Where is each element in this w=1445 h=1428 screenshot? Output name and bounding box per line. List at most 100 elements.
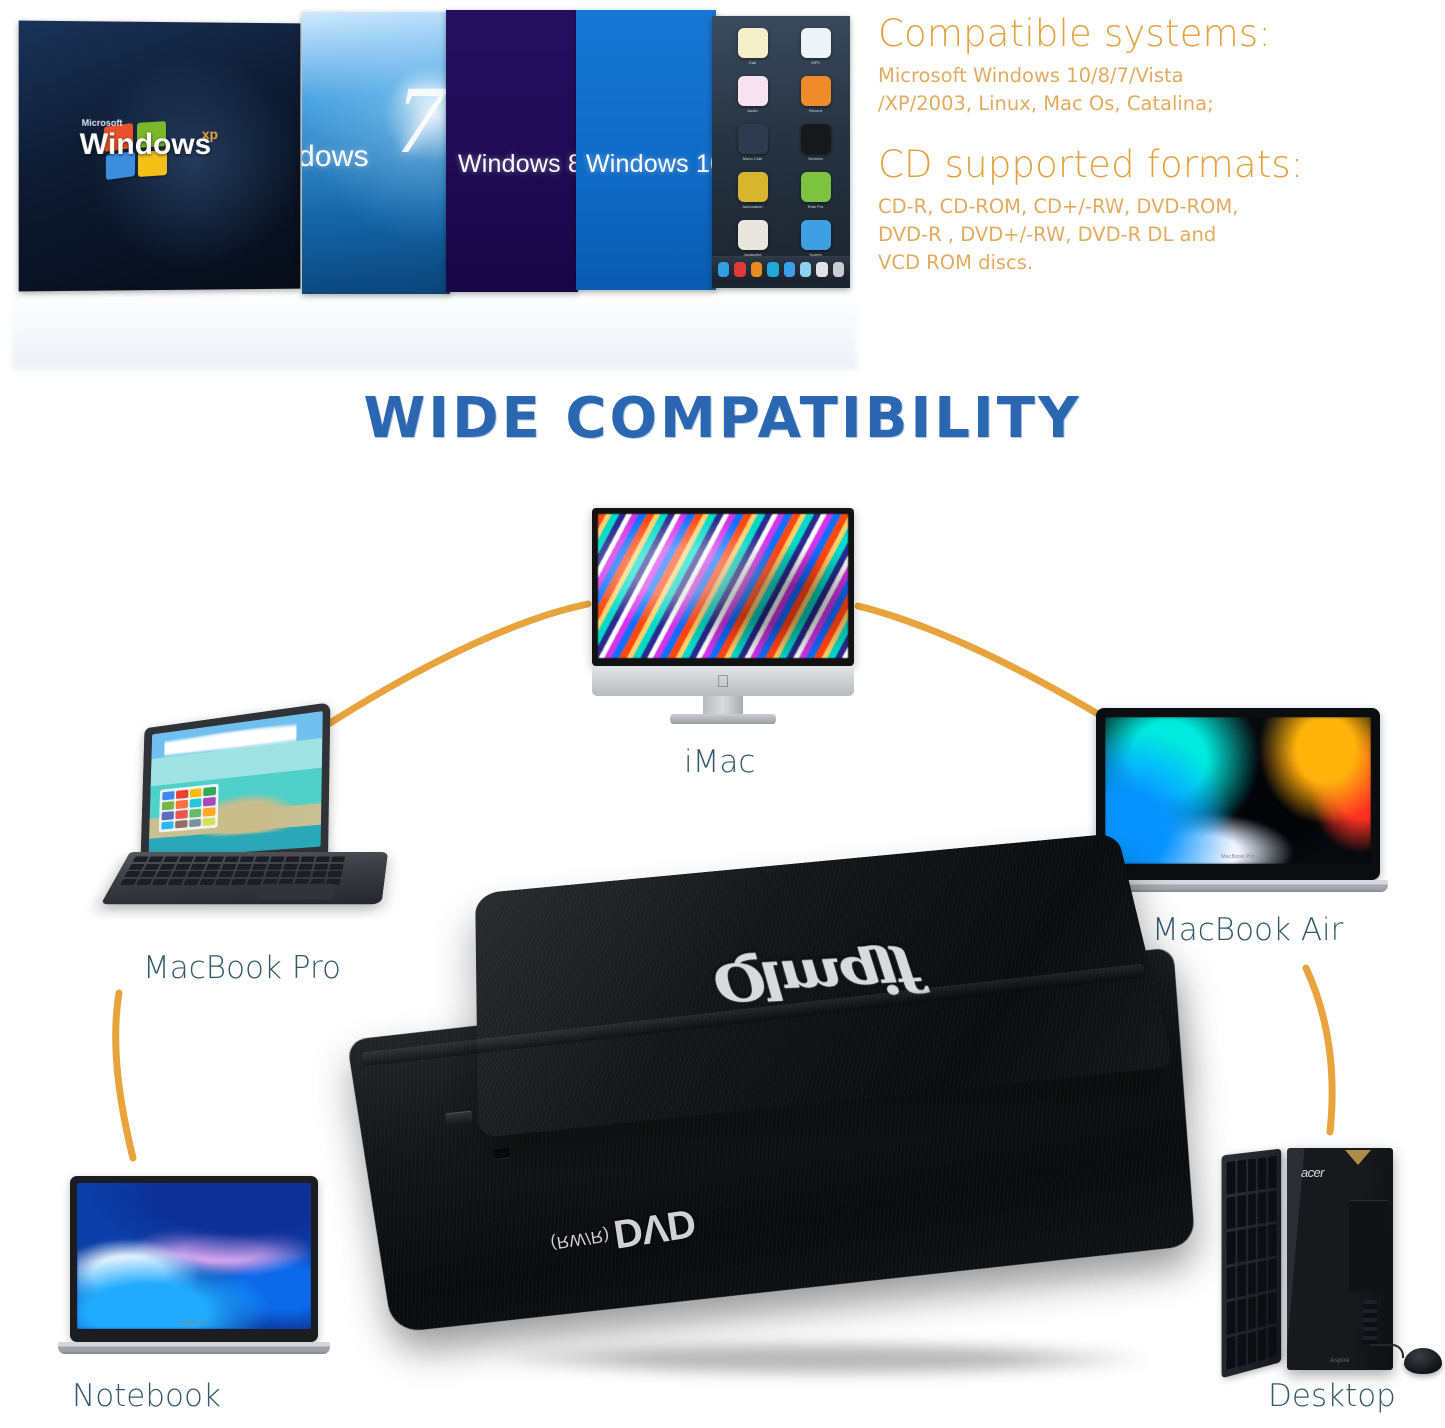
desktop-keyboard-key[interactable]	[1226, 1335, 1236, 1370]
launcher-app-tile[interactable]	[161, 801, 174, 811]
keyboard-key[interactable]	[252, 863, 268, 870]
keyboard-key[interactable]	[246, 878, 263, 886]
dock-icon[interactable]	[816, 262, 828, 277]
keyboard-key[interactable]	[202, 871, 219, 878]
desktop-keyboard-key[interactable]	[1268, 1156, 1277, 1189]
dock-icon[interactable]	[783, 262, 795, 277]
desktop-keyboard-key[interactable]	[1258, 1259, 1267, 1293]
keyboard-key[interactable]	[147, 856, 164, 863]
keyboard-key[interactable]	[171, 871, 188, 878]
launcher-app-tile[interactable]	[175, 790, 189, 800]
desktop-icon[interactable]: Rate Pro	[795, 172, 836, 209]
keyboard-key[interactable]	[178, 856, 194, 863]
keyboard-key[interactable]	[283, 863, 298, 870]
keyboard-key[interactable]	[239, 856, 255, 863]
desktop-icon[interactable]: Screen	[795, 220, 836, 257]
keyboard-key[interactable]	[199, 878, 215, 886]
desktop-keyboard-key[interactable]	[1247, 1330, 1257, 1365]
keyboard-key[interactable]	[218, 871, 234, 878]
dock-icon[interactable]	[832, 262, 844, 277]
desktop-icon[interactable]: MP3	[795, 28, 836, 65]
launcher-app-tile[interactable]	[161, 811, 174, 821]
desktop-keyboard-key[interactable]	[1247, 1261, 1257, 1295]
desktop-keyboard-key[interactable]	[1268, 1189, 1277, 1223]
desktop-keyboard-key[interactable]	[1268, 1257, 1277, 1291]
keyboard-key[interactable]	[139, 871, 156, 878]
keyboard-key[interactable]	[265, 871, 281, 878]
desktop-keyboard-key[interactable]	[1247, 1227, 1257, 1261]
keyboard-key[interactable]	[119, 878, 137, 886]
keyboard-key[interactable]	[270, 856, 285, 863]
keyboard-key[interactable]	[233, 871, 250, 878]
keyboard-key[interactable]	[155, 871, 172, 878]
desktop-keyboard-key[interactable]	[1237, 1159, 1246, 1193]
desktop-icon[interactable]: Devices	[795, 124, 836, 161]
launcher-app-tile[interactable]	[202, 817, 216, 827]
desktop-icon[interactable]: Record	[795, 76, 836, 113]
desktop-keyboard-key[interactable]	[1258, 1191, 1267, 1224]
launcher-app-tile[interactable]	[175, 799, 188, 810]
desktop-keyboard-key[interactable]	[1237, 1194, 1246, 1228]
keyboard-key[interactable]	[167, 878, 184, 886]
desktop-keyboard-key[interactable]	[1268, 1291, 1277, 1325]
desktop-keyboard-key[interactable]	[1258, 1157, 1267, 1190]
desktop-keyboard-key[interactable]	[1258, 1293, 1267, 1328]
desktop-keyboard-key[interactable]	[1237, 1229, 1246, 1263]
keyboard-key[interactable]	[174, 863, 191, 870]
launcher-app-tile[interactable]	[189, 798, 202, 808]
desktop-keyboard-key[interactable]	[1226, 1161, 1236, 1195]
dock-icon[interactable]	[767, 262, 779, 277]
keyboard-key[interactable]	[236, 863, 252, 870]
keyboard-key[interactable]	[186, 871, 203, 878]
keyboard-key[interactable]	[193, 856, 209, 863]
launcher-app-tile[interactable]	[203, 797, 216, 807]
keyboard-key[interactable]	[249, 871, 265, 878]
keyboard-key[interactable]	[205, 863, 222, 870]
desktop-keyboard-key[interactable]	[1237, 1263, 1246, 1298]
keyboard-key[interactable]	[124, 871, 141, 878]
desktop-keyboard-key[interactable]	[1237, 1298, 1246, 1333]
desktop-keyboard-key[interactable]	[1237, 1333, 1246, 1367]
keyboard-key[interactable]	[143, 863, 160, 870]
keyboard-key[interactable]	[135, 878, 153, 886]
dock-icon[interactable]	[718, 262, 730, 277]
launcher-app-tile[interactable]	[175, 809, 188, 819]
desktop-keyboard-key[interactable]	[1247, 1192, 1257, 1226]
launcher-app-tile[interactable]	[202, 807, 216, 817]
keyboard-key[interactable]	[298, 863, 314, 870]
launcher-app-tile[interactable]	[162, 791, 175, 801]
keyboard-key[interactable]	[208, 856, 224, 863]
launcher-app-tile[interactable]	[203, 787, 217, 797]
keyboard-key[interactable]	[128, 863, 145, 870]
desktop-icon[interactable]: Javascript	[732, 220, 773, 257]
launcher-app-tile[interactable]	[174, 819, 188, 829]
desktop-keyboard-key[interactable]	[1226, 1195, 1236, 1230]
keyboard-key[interactable]	[190, 863, 206, 870]
launcher-app-tile[interactable]	[189, 788, 202, 798]
launcher-app-tile[interactable]	[188, 808, 202, 818]
keyboard-key[interactable]	[215, 878, 231, 886]
keyboard-key[interactable]	[300, 856, 315, 863]
dock-icon[interactable]	[734, 262, 746, 277]
keyboard-key[interactable]	[296, 871, 312, 878]
desktop-keyboard-key[interactable]	[1226, 1300, 1236, 1335]
desktop-keyboard-key[interactable]	[1268, 1223, 1277, 1257]
desktop-keyboard-key[interactable]	[1258, 1225, 1267, 1259]
keyboard-key[interactable]	[163, 856, 179, 863]
desktop-keyboard-key[interactable]	[1247, 1296, 1257, 1330]
desktop-icon[interactable]: Mono Cntrl	[732, 124, 773, 161]
keyboard-key[interactable]	[221, 863, 237, 870]
dock-icon[interactable]	[799, 262, 812, 277]
desktop-icon[interactable]: Automation	[732, 172, 773, 209]
desktop-keyboard-key[interactable]	[1247, 1158, 1257, 1192]
launcher-app-tile[interactable]	[188, 818, 202, 828]
desktop-icon[interactable]: Audio	[732, 76, 773, 113]
keyboard-key[interactable]	[254, 856, 270, 863]
launcher-app-tile[interactable]	[161, 820, 174, 830]
keyboard-key[interactable]	[285, 856, 300, 863]
desktop-keyboard-key[interactable]	[1258, 1327, 1267, 1362]
desktop-keyboard-key[interactable]	[1268, 1325, 1277, 1359]
desktop-keyboard-key[interactable]	[1226, 1230, 1236, 1265]
keyboard-key[interactable]	[224, 856, 240, 863]
keyboard-key[interactable]	[183, 878, 200, 886]
